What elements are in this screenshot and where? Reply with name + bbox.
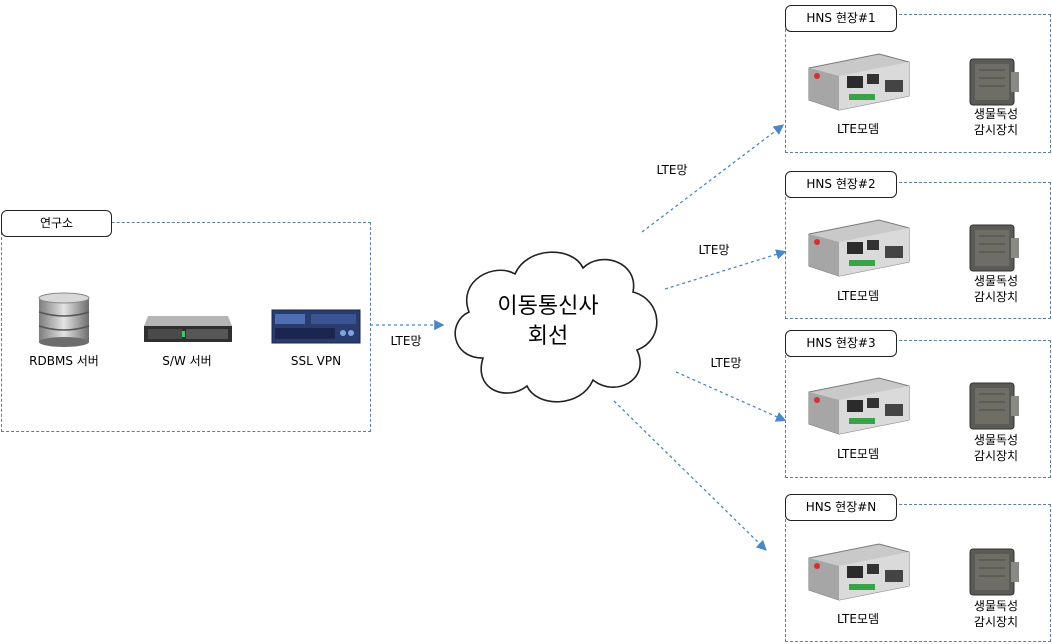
site-title: HNS 현장#2 <box>785 171 897 198</box>
link-label-site3: LTE망 <box>710 356 742 370</box>
site-title: HNS 현장#1 <box>785 5 897 32</box>
site-group <box>785 14 1051 153</box>
link-label-site1: LTE망 <box>656 163 688 177</box>
link-label-site2: LTE망 <box>698 243 730 257</box>
lte-modem-label: LTE모뎀 <box>836 612 880 626</box>
site-title: HNS 현장#N <box>785 494 897 521</box>
cloud-icon <box>443 240 665 414</box>
ssl-vpn-label: SSL VPN <box>290 354 342 368</box>
sw-server-label: S/W 서버 <box>162 354 212 368</box>
lte-modem-label: LTE모뎀 <box>836 122 880 136</box>
lte-modem-icon <box>805 216 911 284</box>
biotoxicity-monitor-label: 생물독성 감시장치 <box>973 599 1019 629</box>
lte-modem-icon <box>805 374 911 442</box>
lab-title: 연구소 <box>1 210 112 237</box>
arrow-cloud-to-site3 <box>675 371 787 422</box>
arrow-cloud-to-site2 <box>664 249 787 290</box>
biotoxicity-monitor-icon <box>967 546 1021 602</box>
biotoxicity-monitor-icon <box>967 222 1021 278</box>
biotoxicity-monitor-label: 생물독성 감시장치 <box>973 433 1019 463</box>
site-group <box>785 340 1051 478</box>
biotoxicity-monitor-icon <box>967 56 1021 112</box>
link-label-lab-cloud: LTE망 <box>390 334 422 348</box>
site-group <box>785 182 1051 319</box>
lab-group <box>1 222 371 432</box>
site-group <box>785 504 1051 642</box>
site-title: HNS 현장#3 <box>785 330 897 357</box>
biotoxicity-monitor-label: 생물독성 감시장치 <box>973 107 1019 137</box>
lte-modem-label: LTE모뎀 <box>836 447 880 461</box>
arrow-cloud-to-site1 <box>641 124 785 233</box>
database-icon <box>37 292 91 352</box>
cloud-label: 이동통신사 회선 <box>497 294 599 349</box>
lte-modem-icon <box>805 540 911 608</box>
rdbms-server-label: RDBMS 서버 <box>29 354 99 368</box>
biotoxicity-monitor-icon <box>967 380 1021 436</box>
vpn-appliance-icon <box>271 309 361 348</box>
biotoxicity-monitor-label: 생물독성 감시장치 <box>973 274 1019 304</box>
arrow-cloud-to-siteN <box>613 400 767 551</box>
lte-modem-icon <box>805 50 911 118</box>
rack-server-icon <box>142 312 232 348</box>
lte-modem-label: LTE모뎀 <box>836 289 880 303</box>
